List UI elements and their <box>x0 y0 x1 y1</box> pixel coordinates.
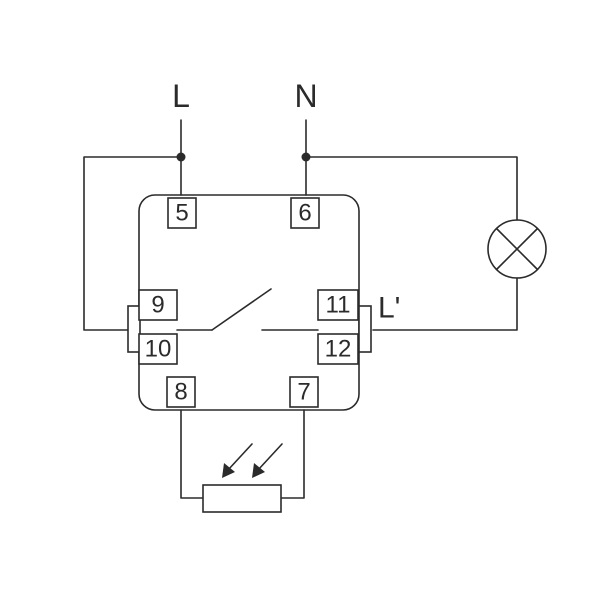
terminal-9-label: 9 <box>151 292 164 319</box>
photoresistor-icon <box>202 443 283 513</box>
line-label: L <box>172 78 190 114</box>
terminal-8-label: 8 <box>174 379 187 406</box>
terminal-5-label: 5 <box>175 200 188 227</box>
terminal-10 <box>138 333 178 365</box>
relay-contact-icon <box>176 288 319 331</box>
left-terminal-clamp <box>127 305 141 353</box>
terminal-11-label: 11 <box>326 292 351 319</box>
terminal-12-label: 12 <box>325 336 352 363</box>
terminal-12 <box>317 333 359 365</box>
terminal-8 <box>166 376 196 408</box>
terminal-5 <box>167 197 197 229</box>
lamp-to-output-wire <box>372 277 518 331</box>
right-terminal-clamp <box>358 305 372 353</box>
neutral-label: N <box>294 78 317 114</box>
terminal-10-label: 10 <box>145 336 172 363</box>
terminal-8-to-sensor-wire <box>180 409 204 499</box>
terminal-9 <box>138 289 178 321</box>
lamp-icon <box>487 219 547 279</box>
terminal-7-label: 7 <box>297 379 310 406</box>
output-label: L' <box>378 292 400 325</box>
line-to-terminal-10-wire <box>83 156 182 331</box>
terminal-7-to-sensor-wire <box>280 409 305 499</box>
neutral-to-lamp-wire <box>305 156 518 221</box>
terminal-7 <box>289 376 319 408</box>
terminal-6-label: 6 <box>298 200 311 227</box>
terminal-6 <box>290 197 320 229</box>
terminal-11 <box>317 289 359 321</box>
